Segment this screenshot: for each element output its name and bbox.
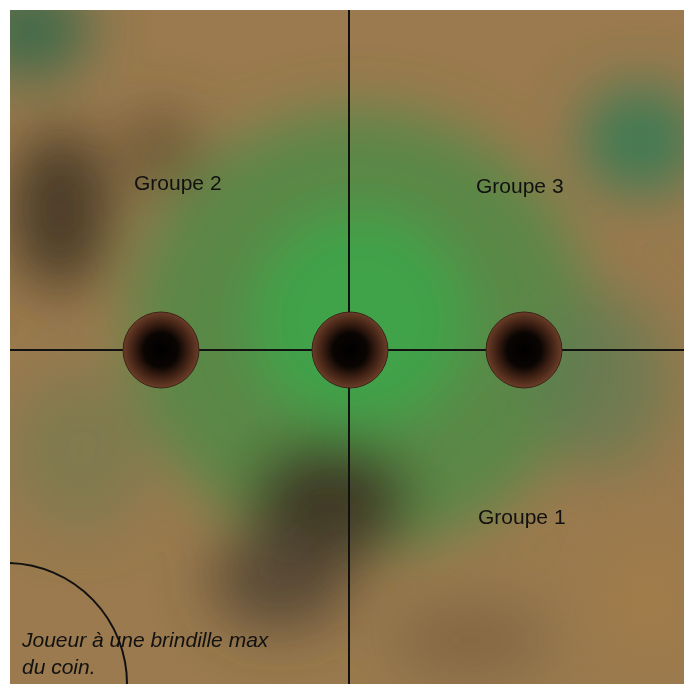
group-label: Groupe 1	[478, 504, 566, 529]
group-label: Groupe 2	[134, 170, 222, 195]
group-label: Groupe 3	[476, 173, 564, 198]
rule-note: Joueur à une brindille max du coin.	[22, 626, 292, 681]
terrain-texture	[10, 10, 684, 684]
holes	[123, 312, 562, 388]
